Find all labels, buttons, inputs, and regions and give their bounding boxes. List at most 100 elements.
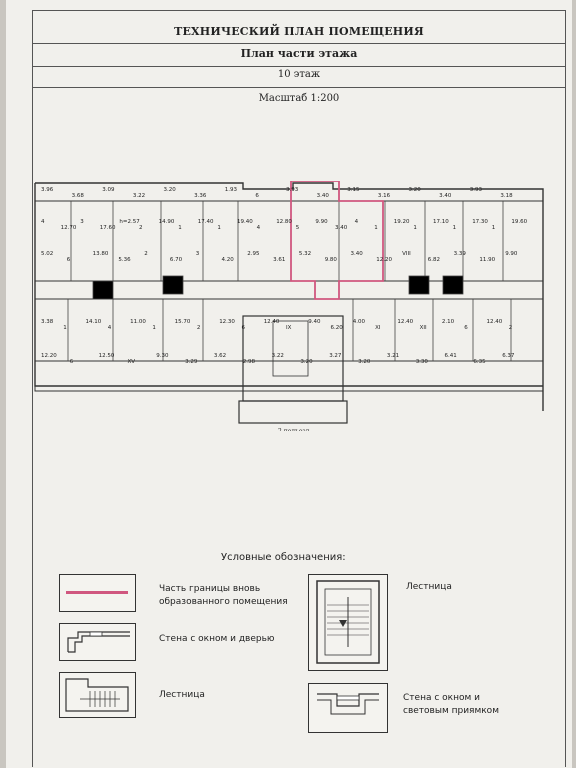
plan-dimension-label: 6 (255, 193, 259, 199)
plan-dimension-label: 6 (242, 325, 246, 331)
entrance-label: 2 подъезд (278, 428, 310, 431)
plan-dimension-label: 5.36 (118, 257, 131, 263)
floor-label: 10 этаж (277, 69, 321, 80)
plan-dimension-label: 11.90 (479, 257, 495, 263)
plan-dimension-label: 17.40 (198, 219, 214, 225)
plan-dimension-label: 9.80 (325, 257, 338, 263)
plan-dimension-label: 3.16 (378, 193, 391, 199)
plan-dimension-label: XV (128, 359, 136, 365)
legend-staircase-label: Лестница (406, 582, 452, 592)
plan-dimension-label: 19.40 (237, 219, 253, 225)
plan-dimension-label: VIII (402, 251, 411, 257)
plan-dimension-label: 17.60 (100, 225, 116, 231)
plan-dimension-label: 14.90 (159, 219, 175, 225)
plan-dimension-label: 3.20 (164, 187, 177, 193)
plan-dimension-label: 1 (63, 325, 67, 331)
document-frame: ТЕХНИЧЕСКИЙ ПЛАН ПОМЕЩЕНИЯ План части эт… (32, 10, 566, 767)
plan-dimension-label: 4.00 (353, 319, 366, 325)
plan-dimension-label: 4 (257, 225, 261, 231)
plan-dimension-label: 14.10 (86, 319, 102, 325)
plan-dimension-label: 3.96 (41, 187, 54, 193)
plan-dimension-label: 6.37 (502, 353, 515, 359)
plan-dimension-label: 12.40 (397, 319, 413, 325)
plan-dimension-label: 4.20 (222, 257, 235, 263)
plan-dimension-label: 2.10 (442, 319, 455, 325)
plan-dimension-label: 3 (80, 219, 84, 225)
plan-dimension-label: 5.32 (299, 251, 311, 257)
plan-dimension-label: 15.70 (175, 319, 191, 325)
legend-stair-label: Лестница (159, 690, 205, 700)
plan-dimension-label: 5 (296, 225, 300, 231)
floor-plan: 3.963.683.093.223.203.361.9363.933.403.1… (34, 181, 544, 431)
legend-window-door-symbol (59, 623, 136, 661)
plan-dimension-label: 3.40 (351, 251, 364, 257)
plan-dimension-label: 12.20 (376, 257, 392, 263)
document-subtitle: План части этажа (240, 47, 358, 60)
plan-dimension-label: 9.40 (308, 319, 321, 325)
plan-dimension-label: 3.62 (214, 353, 226, 359)
plan-dimension-label: 3.40 (317, 193, 330, 199)
plan-dimension-label: 3.40 (335, 225, 348, 231)
divider (33, 66, 565, 67)
plan-dimension-label: 9.30 (156, 353, 169, 359)
plan-dimension-label: 12.40 (487, 319, 503, 325)
plan-dimension-label: IX (286, 325, 292, 331)
divider (33, 43, 565, 44)
plan-dimension-label: 1 (492, 225, 496, 231)
plan-dimension-label: 3.68 (72, 193, 85, 199)
plan-dimension-label: 11.00 (130, 319, 146, 325)
plan-dimension-label: 3.20 (358, 359, 371, 365)
plan-dimension-label: XII (420, 325, 427, 331)
plan-dimension-label: 3.93 (286, 187, 299, 193)
legend-window-pit-symbol (308, 683, 388, 733)
plan-dimension-label: 3.27 (329, 353, 342, 359)
plan-dimension-label: 6.41 (445, 353, 457, 359)
plan-dimension-label: 6.82 (428, 257, 440, 263)
plan-dimension-label: 17.10 (433, 219, 449, 225)
plan-dimension-label: 1 (413, 225, 417, 231)
plan-dimension-label: 19.20 (394, 219, 410, 225)
legend-title: Условные обозначения: (221, 552, 346, 563)
plan-dimension-label: 3.39 (454, 251, 467, 257)
plan-dimension-label: 5.02 (41, 251, 53, 257)
plan-dimension-label: 6 (464, 325, 468, 331)
plan-dimension-label: 12.40 (264, 319, 280, 325)
plan-dimension-label: 2 (139, 225, 143, 231)
plan-dimension-label: 1 (152, 325, 156, 331)
plan-dimension-label: 1 (453, 225, 457, 231)
plan-dimension-label: 12.20 (41, 353, 57, 359)
plan-dimension-label: 12.70 (61, 225, 77, 231)
plan-dimension-label: 19.60 (511, 219, 527, 225)
plan-dimension-label: 17.30 (472, 219, 488, 225)
plan-dimension-label: 3.15 (347, 187, 360, 193)
plan-dimension-label: 3.22 (133, 193, 145, 199)
plan-dimension-label: 6.20 (331, 325, 344, 331)
plan-dimension-label: 3.93 (470, 187, 483, 193)
plan-dimension-label: 3.61 (273, 257, 285, 263)
plan-dimension-label: 12.30 (219, 319, 235, 325)
plan-dimension-label: XI (375, 325, 381, 331)
plan-dimension-label: 3.40 (439, 193, 452, 199)
plan-dimension-label: 3.09 (102, 187, 115, 193)
plan-dimension-label: 1.93 (225, 187, 238, 193)
legend-boundary-symbol (59, 574, 136, 612)
document-title: ТЕХНИЧЕСКИЙ ПЛАН ПОМЕЩЕНИЯ (174, 25, 424, 38)
plan-dimension-label: 3.18 (500, 193, 513, 199)
scale-label: Масштаб 1:200 (258, 93, 340, 104)
plan-dimension-label: 3.30 (416, 359, 429, 365)
plan-dimension-label: 1 (217, 225, 221, 231)
divider (33, 87, 565, 88)
plan-dimension-label: 12.80 (276, 219, 292, 225)
legend-window-door-label: Стена с окном и дверью (159, 634, 275, 644)
legend-staircase-symbol (308, 574, 388, 671)
document-sheet: ТЕХНИЧЕСКИЙ ПЛАН ПОМЕЩЕНИЯ План части эт… (6, 0, 572, 768)
plan-dimension-label: 3.20 (409, 187, 422, 193)
plan-dimension-label: 2.98 (243, 359, 256, 365)
plan-dimension-label: 2 (144, 251, 148, 257)
plan-dimension-label: 6 (70, 359, 74, 365)
plan-dimension-label: 9.90 (505, 251, 518, 257)
plan-dimension-label: 2 (197, 325, 201, 331)
plan-dimension-label: 3.38 (41, 319, 54, 325)
